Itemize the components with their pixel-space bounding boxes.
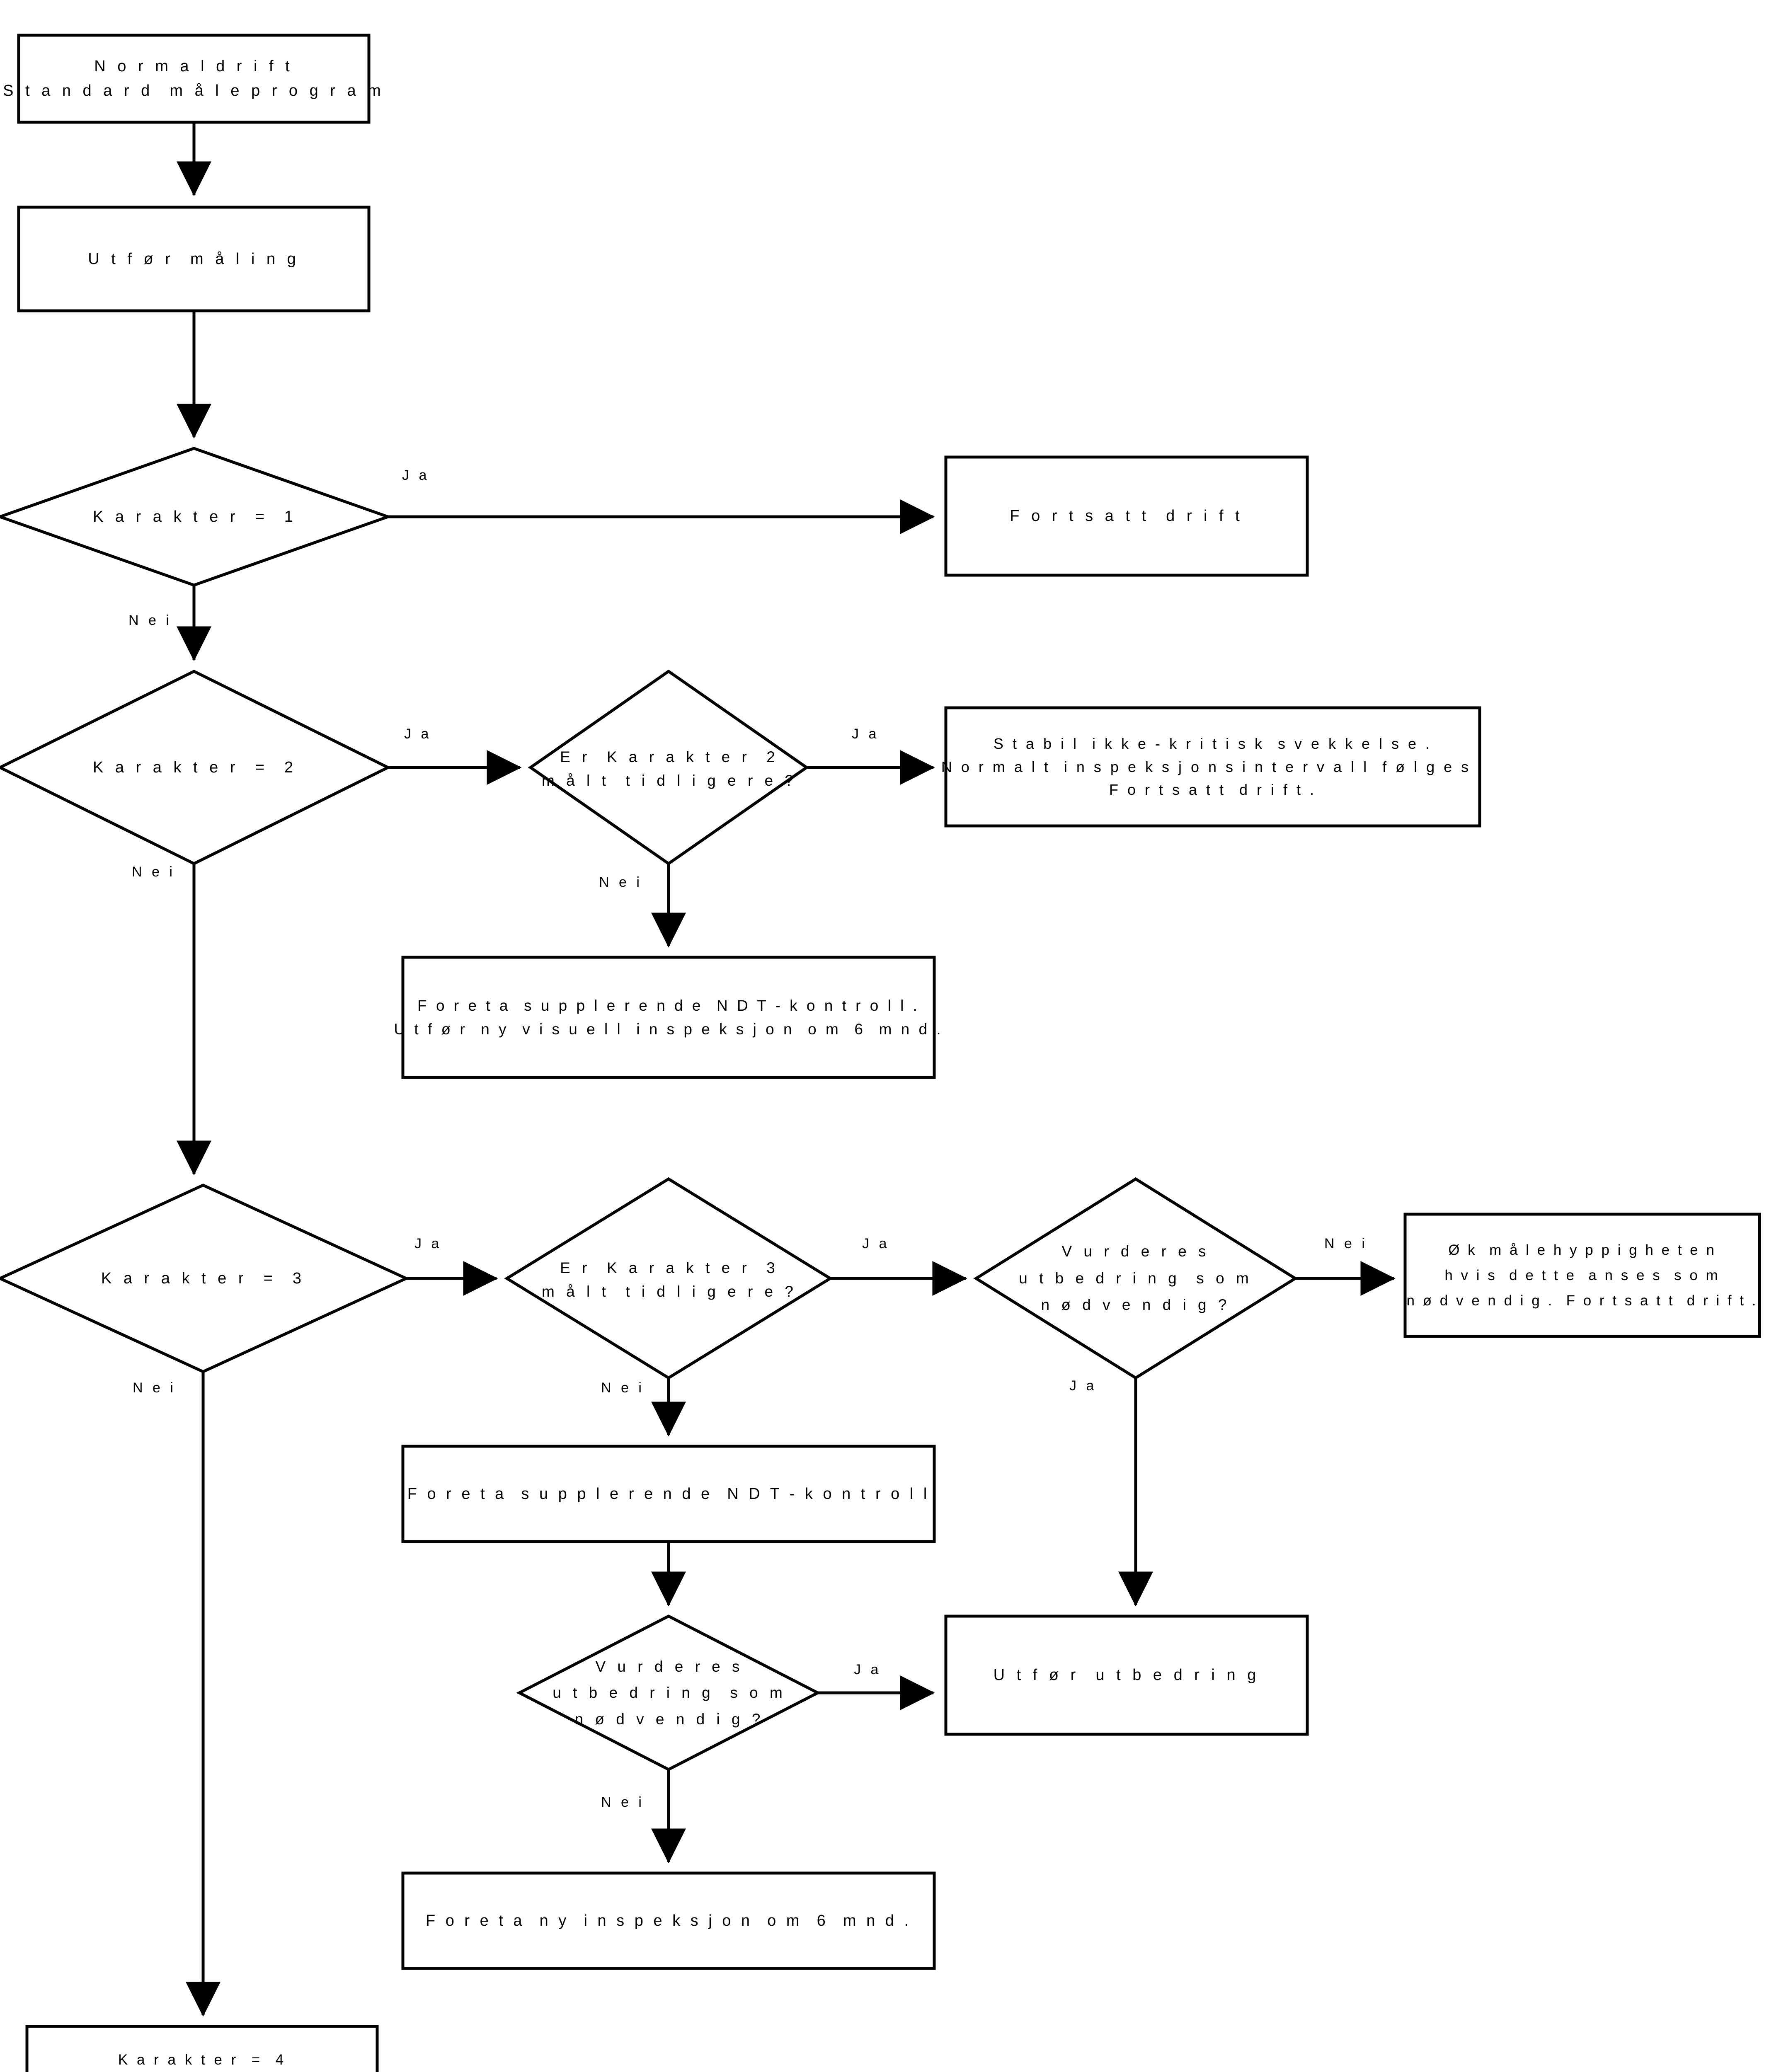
edge-label-erk3-ja: J a	[862, 1236, 890, 1251]
node-karakter-2[interactable]	[0, 670, 391, 865]
edge-label-k1-nei: N e i	[128, 612, 172, 628]
node-stabil-ikke-kritisk[interactable]	[944, 706, 1481, 828]
edge-label-k1-ja: J a	[402, 467, 430, 483]
edge-label-k3-nei: N e i	[133, 1380, 176, 1396]
node-er-karakter-2-malt[interactable]	[528, 669, 809, 866]
node-karakter-4[interactable]	[25, 2025, 379, 2072]
node-foreta-ndt-visuell[interactable]	[401, 956, 936, 1079]
node-foreta-ny-inspeksjon[interactable]	[401, 1871, 936, 1970]
edge-label-k3-ja: J a	[414, 1236, 442, 1251]
node-vurderes-utbedring-ovre[interactable]	[973, 1177, 1298, 1380]
edge-label-vuo-ja: J a	[1069, 1378, 1097, 1394]
node-utfor-utbedring[interactable]	[944, 1615, 1309, 1736]
edge-label-vun-nei: N e i	[601, 1794, 645, 1810]
edge-label-erk2-ja: J a	[852, 726, 880, 742]
edge-label-k2-nei: N e i	[132, 864, 175, 880]
node-fortsatt-drift[interactable]	[944, 455, 1309, 577]
node-ok-malehyppighet[interactable]	[1403, 1213, 1761, 1338]
node-vurderes-utbedring-nedre[interactable]	[516, 1615, 821, 1771]
node-utfor-maling[interactable]	[17, 206, 371, 312]
edge-label-erk3-nei: N e i	[601, 1380, 645, 1396]
edge-label-vuo-nei: N e i	[1324, 1236, 1368, 1251]
edge-label-vun-ja: J a	[854, 1662, 882, 1677]
edge-label-erk2-nei: N e i	[599, 874, 642, 890]
edge-label-k2-ja: J a	[404, 726, 432, 742]
node-karakter-3[interactable]	[0, 1184, 410, 1373]
node-normal-drift[interactable]	[17, 34, 371, 124]
node-foreta-ndt[interactable]	[401, 1445, 936, 1543]
node-er-karakter-3-malt[interactable]	[504, 1177, 833, 1380]
node-karakter-1[interactable]	[0, 447, 393, 587]
